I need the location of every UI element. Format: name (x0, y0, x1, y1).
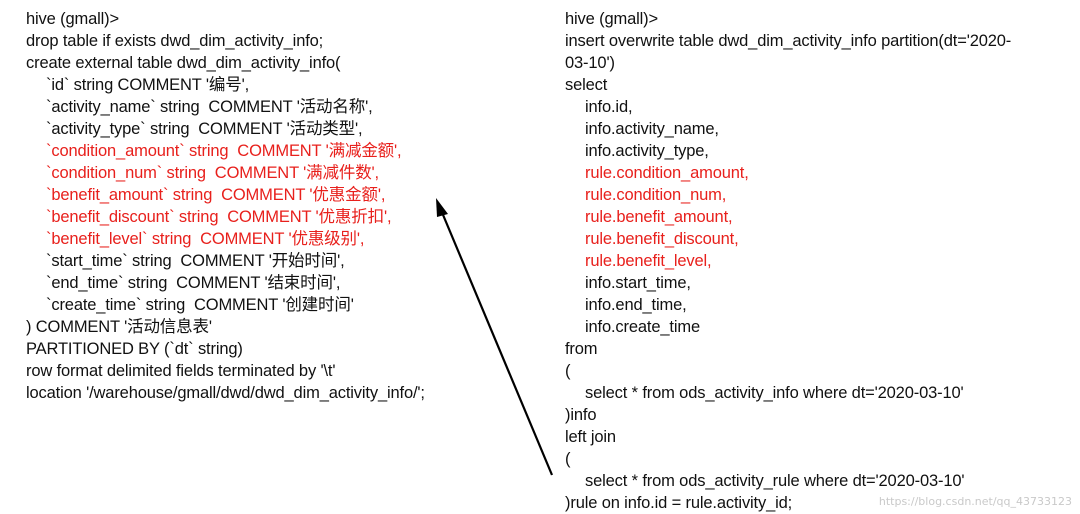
code-line: ( (565, 450, 571, 468)
code-line: drop table if exists dwd_dim_activity_in… (26, 32, 324, 50)
code-line: from (565, 340, 598, 358)
code-line: `condition_amount` string COMMENT '满减金额'… (46, 142, 402, 160)
code-line: `benefit_level` string COMMENT '优惠级别', (46, 230, 365, 248)
code-line: `activity_type` string COMMENT '活动类型', (46, 120, 363, 138)
code-line: rule.benefit_discount, (585, 230, 739, 248)
code-line: rule.benefit_amount, (585, 208, 733, 226)
code-line: info.end_time, (585, 296, 687, 314)
code-line: )info (565, 406, 597, 424)
code-line: `activity_name` string COMMENT '活动名称', (46, 98, 373, 116)
code-line: `start_time` string COMMENT '开始时间', (46, 252, 345, 270)
code-line: hive (gmall)> (26, 10, 119, 28)
code-line: rule.benefit_level, (585, 252, 712, 270)
code-line: `benefit_amount` string COMMENT '优惠金额', (46, 186, 386, 204)
code-line: info.id, (585, 98, 633, 116)
code-line: hive (gmall)> (565, 10, 658, 28)
code-line: `create_time` string COMMENT '创建时间' (46, 296, 354, 314)
code-line: info.activity_type, (585, 142, 709, 160)
code-line: 03-10') (565, 54, 615, 72)
code-line: info.activity_name, (585, 120, 719, 138)
code-line: ( (565, 362, 571, 380)
code-line: `benefit_discount` string COMMENT '优惠折扣'… (46, 208, 392, 226)
code-line: )rule on info.id = rule.activity_id; (565, 494, 793, 512)
code-line: `end_time` string COMMENT '结束时间', (46, 274, 341, 292)
create-table-code-block: hive (gmall)> drop table if exists dwd_di… (26, 8, 496, 404)
code-line: ) COMMENT '活动信息表' (26, 318, 212, 336)
code-line: select * from ods_activity_info where dt… (585, 384, 964, 402)
code-line: select (565, 76, 608, 94)
code-line: row format delimited fields terminated b… (26, 362, 336, 380)
insert-select-code-block: hive (gmall)> insert overwrite table dwd_… (565, 8, 1070, 514)
code-line: info.create_time (585, 318, 700, 336)
code-line: rule.condition_amount, (585, 164, 749, 182)
code-line: `id` string COMMENT '编号', (46, 76, 250, 94)
code-line: create external table dwd_dim_activity_i… (26, 54, 341, 72)
watermark: https://blog.csdn.net/qq_43733123 (878, 495, 1072, 508)
code-line: `condition_num` string COMMENT '满减件数', (46, 164, 379, 182)
code-line: info.start_time, (585, 274, 691, 292)
code-line: insert overwrite table dwd_dim_activity_… (565, 32, 1012, 50)
code-line: select * from ods_activity_rule where dt… (585, 472, 965, 490)
code-line: PARTITIONED BY (`dt` string) (26, 340, 243, 358)
code-line: left join (565, 428, 616, 446)
code-line: location '/warehouse/gmall/dwd/dwd_dim_a… (26, 384, 425, 402)
code-line: rule.condition_num, (585, 186, 727, 204)
